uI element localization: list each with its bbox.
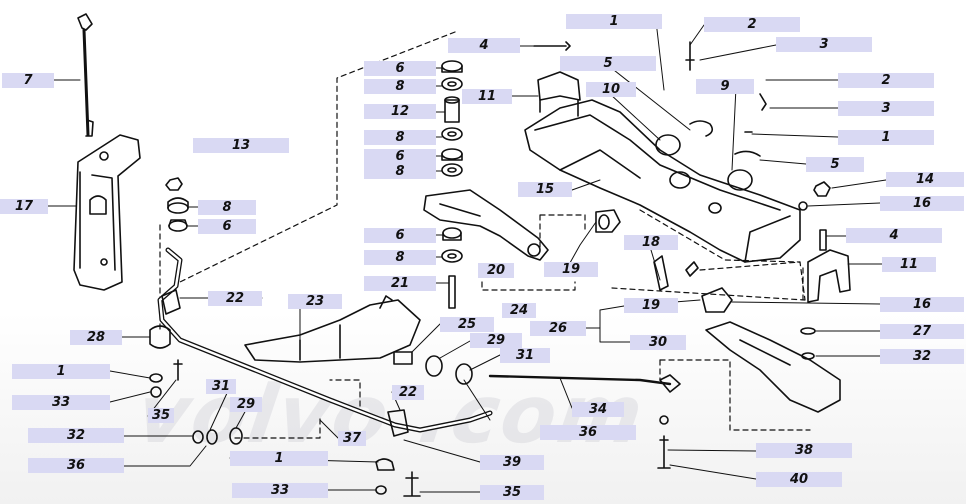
callout-lbl-3-top[interactable]: 3: [776, 37, 872, 52]
callout-lbl-29-left[interactable]: 29: [230, 397, 262, 412]
part-11-bracket-top: [537, 71, 581, 117]
callout-lbl-2-top[interactable]: 2: [704, 17, 800, 32]
callout-lbl-31-top[interactable]: 31: [500, 348, 550, 363]
callout-lbl-26[interactable]: 26: [530, 321, 586, 336]
callout-lbl-11-right[interactable]: 11: [882, 257, 936, 272]
callout-lbl-23[interactable]: 23: [288, 294, 342, 309]
callout-lbl-27[interactable]: 27: [880, 324, 964, 339]
callout-lbl-16-top[interactable]: 16: [880, 196, 964, 211]
part-30-lower-arm: [705, 321, 841, 413]
parts-25-29-31-sleeves: [192, 351, 473, 445]
callout-lbl-6-left[interactable]: 6: [198, 219, 256, 234]
parts-13-8-6-stack: [165, 177, 189, 232]
callout-lbl-36-mid[interactable]: 36: [540, 425, 636, 440]
callout-lbl-31-left[interactable]: 31: [206, 379, 236, 394]
callout-lbl-4-right[interactable]: 4: [846, 228, 942, 243]
part-15-crossmember: [524, 99, 801, 263]
callout-lbl-1-left[interactable]: 1: [12, 364, 110, 379]
part-19-lower-bushing: [701, 287, 733, 313]
callout-lbl-11-top[interactable]: 11: [462, 89, 512, 104]
callout-lbl-38[interactable]: 38: [756, 443, 852, 458]
part-20-arm: [423, 189, 549, 261]
callout-lbl-19-top[interactable]: 19: [544, 262, 598, 277]
callout-lbl-4-top[interactable]: 4: [448, 38, 520, 53]
callout-lbl-16-low[interactable]: 16: [880, 297, 964, 312]
part-23-plate: [244, 295, 421, 363]
callout-lbl-12[interactable]: 12: [364, 104, 436, 119]
callout-lbl-22-top[interactable]: 22: [208, 291, 262, 306]
leader-lines: [47, 20, 887, 493]
callout-lbl-6-low[interactable]: 6: [364, 228, 436, 243]
callout-lbl-35-bottom[interactable]: 35: [480, 485, 544, 500]
part-34-tie-rod: [488, 374, 681, 393]
part-19-bushing: [595, 209, 621, 233]
part-11-bracket-right: [807, 249, 851, 303]
callout-lbl-19-mid[interactable]: 19: [624, 298, 678, 313]
callout-lbl-36-left[interactable]: 36: [28, 458, 124, 473]
part-17-bracket: [73, 134, 141, 291]
callout-lbl-28[interactable]: 28: [70, 330, 122, 345]
callout-lbl-9[interactable]: 9: [696, 79, 754, 94]
callout-lbl-8-mid[interactable]: 8: [364, 130, 436, 145]
callout-lbl-5-top[interactable]: 5: [560, 56, 656, 71]
callout-lbl-8-mid2[interactable]: 8: [364, 164, 436, 179]
callout-lbl-8-low[interactable]: 8: [364, 250, 436, 265]
part-40-bolt: [657, 415, 671, 469]
callout-lbl-34[interactable]: 34: [572, 402, 624, 417]
callout-lbl-14[interactable]: 14: [886, 172, 964, 187]
center-bushing-stack: [441, 60, 463, 309]
callout-lbl-1-top[interactable]: 1: [566, 14, 662, 29]
callout-lbl-7[interactable]: 7: [2, 73, 54, 88]
callout-lbl-5-right[interactable]: 5: [806, 157, 864, 172]
callout-lbl-17[interactable]: 17: [0, 199, 48, 214]
callout-lbl-8-left[interactable]: 8: [198, 200, 256, 215]
callout-lbl-3-right[interactable]: 3: [838, 101, 934, 116]
callout-lbl-6-top[interactable]: 6: [364, 61, 436, 76]
callout-lbl-21[interactable]: 21: [364, 276, 436, 291]
callout-lbl-8-top[interactable]: 8: [364, 79, 436, 94]
dashed-guides: [159, 31, 811, 439]
part-7-rod: [77, 13, 94, 137]
callout-lbl-6-mid[interactable]: 6: [364, 149, 436, 164]
callout-lbl-37[interactable]: 37: [338, 431, 366, 446]
callout-lbl-22-mid[interactable]: 22: [392, 385, 424, 400]
callout-lbl-10[interactable]: 10: [586, 82, 636, 97]
callout-lbl-24[interactable]: 24: [502, 303, 536, 318]
callout-lbl-33-bottom[interactable]: 33: [232, 483, 328, 498]
callout-lbl-30[interactable]: 30: [630, 335, 686, 350]
callout-lbl-29-top[interactable]: 29: [470, 333, 522, 348]
callout-lbl-1-right[interactable]: 1: [838, 130, 934, 145]
callout-lbl-15[interactable]: 15: [518, 182, 572, 197]
part-37-anti-roll-bar: [157, 247, 493, 437]
callout-lbl-2-right[interactable]: 2: [838, 73, 934, 88]
callout-lbl-32-right[interactable]: 32: [880, 349, 964, 364]
callout-lbl-20[interactable]: 20: [478, 263, 514, 278]
callout-lbl-1-bottom[interactable]: 1: [230, 451, 328, 466]
callout-lbl-33-left[interactable]: 33: [12, 395, 110, 410]
callout-lbl-32-left[interactable]: 32: [28, 428, 124, 443]
callout-lbl-18[interactable]: 18: [624, 235, 678, 250]
callout-lbl-13[interactable]: 13: [193, 138, 289, 153]
callout-lbl-39[interactable]: 39: [480, 455, 544, 470]
callout-lbl-25[interactable]: 25: [440, 317, 494, 332]
part-28-bushing: [149, 325, 171, 349]
callout-lbl-40[interactable]: 40: [756, 472, 842, 487]
callout-lbl-35-left[interactable]: 35: [148, 408, 174, 423]
